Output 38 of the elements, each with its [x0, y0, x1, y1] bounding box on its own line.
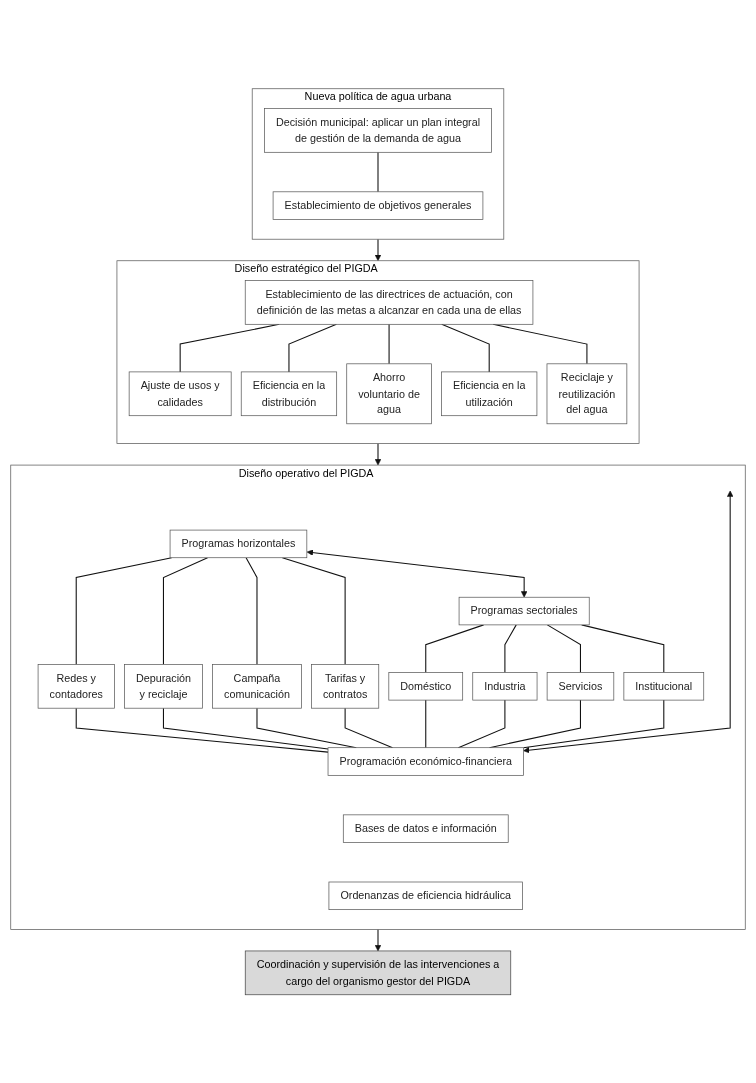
node-box: Tarifas y contratos — [311, 663, 380, 709]
node-box: Depuración y reciclaje — [124, 663, 203, 709]
node-box: Programación económico-financiera — [327, 747, 524, 776]
node-box: Eficiencia en la utilización — [441, 371, 538, 416]
node-box: Servicios — [546, 671, 615, 701]
node-box: Ajuste de usos y calidades — [128, 371, 232, 416]
connector — [162, 556, 209, 665]
connector — [75, 707, 329, 753]
node-box: Industria — [472, 671, 538, 701]
arrow — [374, 928, 382, 951]
arrow — [374, 238, 382, 261]
node-box: Eficiencia en la distribución — [240, 371, 338, 416]
arrow — [306, 549, 528, 598]
node-box: Doméstico — [388, 671, 464, 701]
connector — [162, 707, 329, 750]
arrow — [523, 490, 734, 753]
connector — [75, 556, 173, 665]
node-box: Programas horizontales — [169, 529, 308, 558]
node-box: Decisión municipal: aplicar un plan integral de gestión de la demanda de agua — [264, 107, 492, 153]
node-box: Bases de datos e información — [342, 814, 509, 843]
connector — [441, 323, 490, 373]
node-box: Institucional — [623, 671, 705, 701]
node-box: Establecimiento de objetivos generales — [272, 191, 484, 220]
connector — [245, 556, 258, 665]
node-box: Establecimiento de las directrices de actuación, con definición de las metas a alcanzar en cada una de ellas — [244, 279, 534, 325]
node-box: Coordinación y supervisión de las intervenciones a cargo del organismo gestor del PIGDA — [244, 950, 512, 995]
node-box: Campaña comunicación — [212, 663, 302, 709]
node-box: Ordenanzas de eficiencia hidráulica — [328, 881, 523, 910]
node-box: Ahorro voluntario de agua — [346, 363, 432, 424]
node-box: Redes y contadores — [37, 663, 115, 709]
connector — [288, 323, 337, 373]
connector — [281, 556, 346, 665]
arrow — [374, 442, 382, 466]
connector — [522, 699, 665, 749]
node-box: Reciclaje y reutilización del agua — [546, 363, 628, 424]
node-box: Programas sectoriales — [458, 596, 590, 625]
connector — [425, 699, 427, 748]
connector — [504, 624, 517, 673]
